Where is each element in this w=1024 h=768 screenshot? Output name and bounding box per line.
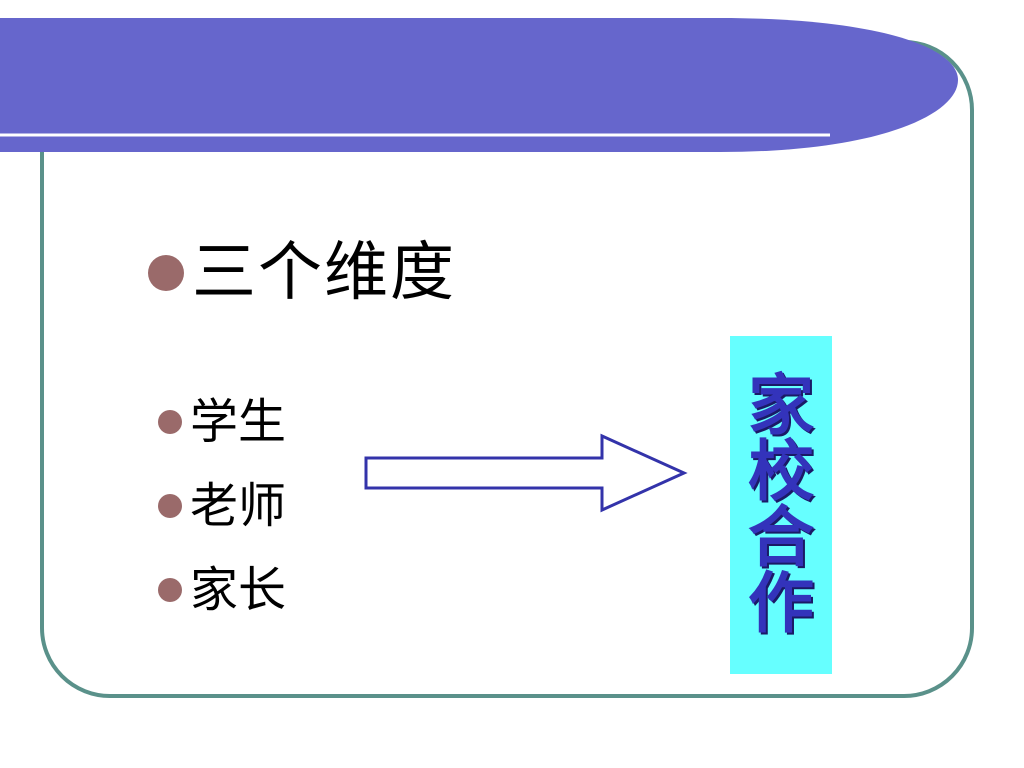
list-item: 老师: [158, 464, 286, 548]
list-item: 家长: [158, 548, 286, 632]
banner-shape: [0, 18, 958, 152]
circle-bullet-icon: [158, 494, 182, 518]
heading-row: 三个维度: [148, 228, 456, 318]
circle-bullet-icon: [158, 410, 182, 434]
list-item-label: 家长: [190, 562, 287, 618]
list-item: 学生: [158, 380, 286, 464]
list-item-label: 学生: [190, 394, 287, 450]
target-char: 校: [748, 433, 814, 510]
circle-bullet-icon: [148, 255, 184, 291]
target-char: 作: [748, 565, 814, 642]
heading-text: 三个维度: [192, 236, 456, 310]
dimension-list: 学生 老师 家长: [158, 380, 286, 632]
target-char: 家: [748, 367, 814, 444]
right-arrow-outline-icon: [364, 433, 688, 513]
home-school-cooperation-box: 家 校 合 作: [730, 336, 832, 674]
title-banner: [0, 18, 958, 152]
target-char: 合: [748, 499, 814, 576]
list-item-label: 老师: [190, 478, 287, 534]
circle-bullet-icon: [158, 578, 182, 602]
